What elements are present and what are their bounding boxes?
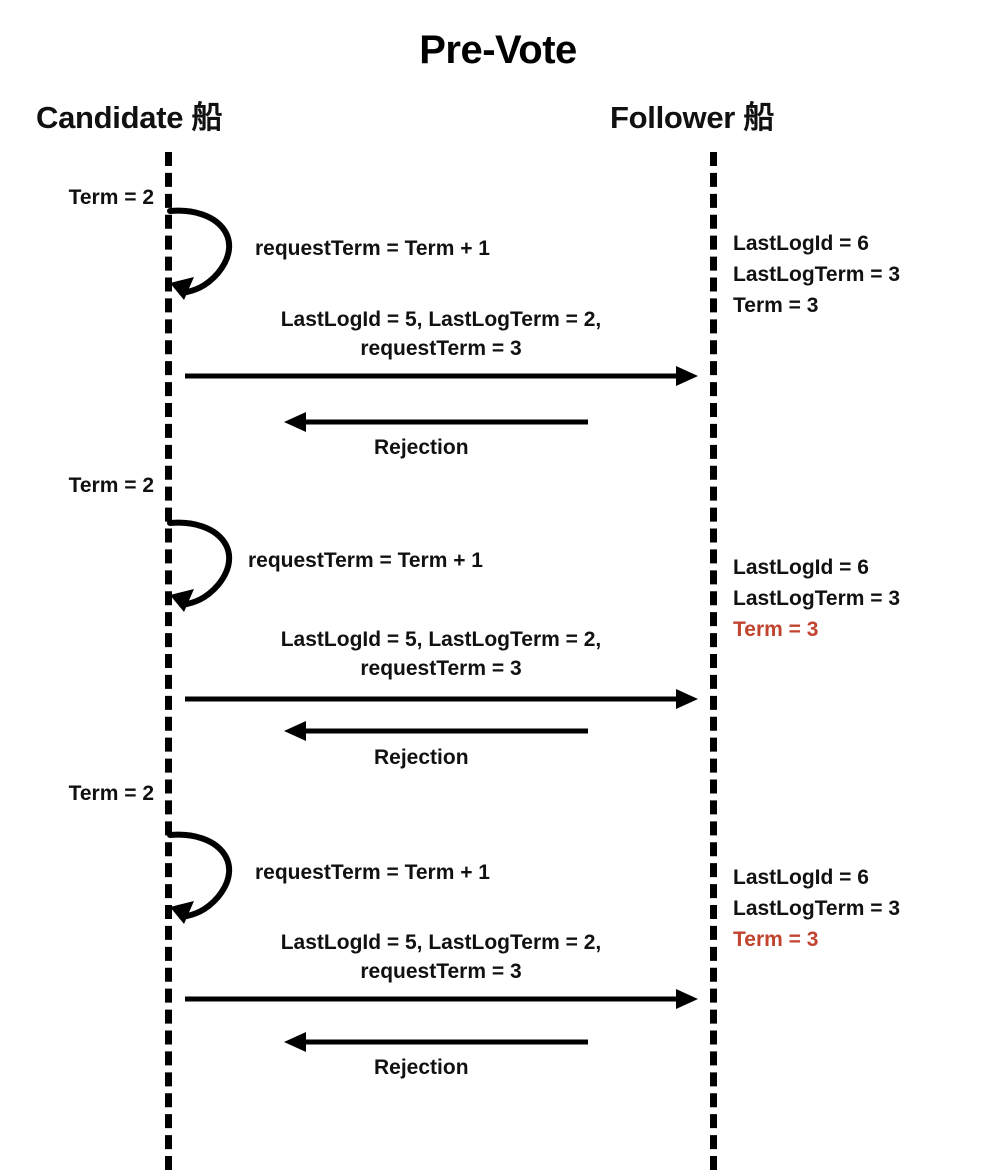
- follower-state-block: LastLogId = 6 LastLogTerm = 3 Term = 3: [733, 228, 900, 321]
- request-message-label: LastLogId = 5, LastLogTerm = 2, requestT…: [186, 626, 696, 684]
- page-title: Pre-Vote: [419, 28, 577, 72]
- follower-term: Term = 3: [733, 928, 819, 952]
- candidate-term-label: Term = 2: [68, 474, 154, 497]
- request-arrow: [180, 687, 705, 716]
- response-arrow: [282, 410, 597, 439]
- request-line-1: LastLogId = 5, LastLogTerm = 2,: [280, 308, 602, 331]
- self-message-label: requestTerm = Term + 1: [255, 861, 490, 884]
- follower-state-block: LastLogId = 6 LastLogTerm = 3 Term = 3: [733, 862, 900, 955]
- self-loop-arrow: [160, 827, 270, 932]
- request-message-label: LastLogId = 5, LastLogTerm = 2, requestT…: [186, 306, 696, 364]
- follower-lastlogterm: LastLogTerm = 3: [733, 263, 901, 287]
- request-arrow: [180, 364, 705, 393]
- follower-lastlogid: LastLogId = 6: [733, 232, 869, 255]
- candidate-term-label: Term = 2: [68, 186, 154, 209]
- actor-label-candidate: Candidate 船: [36, 100, 223, 135]
- follower-lastlogid: LastLogId = 6: [733, 866, 869, 889]
- response-arrow: [282, 1030, 597, 1059]
- self-loop-arrow: [160, 515, 270, 620]
- request-line-1: LastLogId = 5, LastLogTerm = 2,: [280, 628, 602, 651]
- lifeline-follower: [710, 152, 717, 1170]
- request-line-1: LastLogId = 5, LastLogTerm = 2,: [280, 931, 602, 954]
- request-line-2: requestTerm = 3: [360, 656, 522, 680]
- follower-term: Term = 3: [733, 294, 819, 318]
- follower-state-block: LastLogId = 6 LastLogTerm = 3 Term = 3: [733, 552, 900, 645]
- request-line-2: requestTerm = 3: [360, 959, 522, 983]
- request-message-label: LastLogId = 5, LastLogTerm = 2, requestT…: [186, 929, 696, 987]
- self-message-label: requestTerm = Term + 1: [248, 549, 483, 572]
- follower-lastlogterm: LastLogTerm = 3: [733, 587, 901, 611]
- response-message-label: Rejection: [374, 746, 469, 769]
- self-message-label: requestTerm = Term + 1: [255, 237, 490, 260]
- response-message-label: Rejection: [374, 1056, 469, 1079]
- lifeline-candidate: [165, 152, 172, 1170]
- request-line-2: requestTerm = 3: [360, 336, 522, 360]
- candidate-term-label: Term = 2: [68, 782, 154, 805]
- follower-term: Term = 3: [733, 618, 819, 642]
- response-message-label: Rejection: [374, 436, 469, 459]
- follower-lastlogid: LastLogId = 6: [733, 556, 869, 579]
- actor-label-follower: Follower 船: [610, 100, 775, 135]
- follower-lastlogterm: LastLogTerm = 3: [733, 897, 901, 921]
- response-arrow: [282, 719, 597, 748]
- self-loop-arrow: [160, 203, 270, 308]
- request-arrow: [180, 987, 705, 1016]
